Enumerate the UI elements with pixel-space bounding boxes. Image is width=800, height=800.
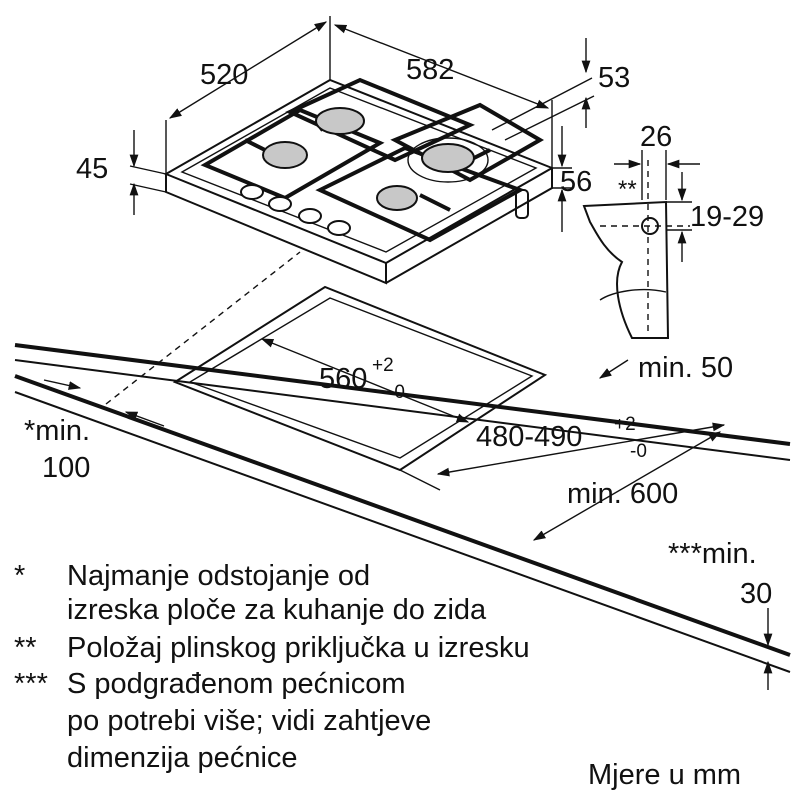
min-front-label-1: *min. — [24, 415, 90, 447]
worktop-thickness-label: 19-29 — [690, 201, 764, 233]
control-knobs — [240, 184, 351, 236]
svg-text:-0: -0 — [388, 382, 405, 403]
right-top-offset-label: 53 — [598, 62, 630, 94]
knob — [240, 184, 264, 200]
gas-connection-marker: ** — [618, 176, 637, 203]
footnotes: * Najmanje odstojanje od izreska ploče z… — [14, 560, 741, 791]
hob-width-label: 582 — [406, 54, 454, 86]
hob-illustration — [163, 77, 555, 285]
worktop-lower-edge — [14, 391, 791, 673]
min-front-label-2: 100 — [42, 452, 90, 484]
min-right-label: min. 50 — [638, 352, 733, 384]
hob-dimension-lines — [129, 16, 595, 232]
gas-connection-point — [641, 217, 659, 235]
svg-text:-0: -0 — [630, 441, 647, 462]
clamp-bracket-section — [582, 150, 700, 339]
dimension-labels: 520 582 45 53 56 26 ** 19-29 560 +2 -0 4… — [24, 54, 772, 610]
knob — [298, 208, 322, 224]
note-1-line-2: izreska ploče za kuhanje do zida — [67, 594, 487, 626]
note-2-line-1: Položaj plinskog priključka u izresku — [67, 632, 530, 664]
gas-connector — [515, 189, 529, 219]
svg-text:+2: +2 — [614, 414, 636, 435]
svg-text:+2: +2 — [372, 355, 394, 376]
burner-front-right — [376, 185, 418, 211]
worktop-front-edge — [14, 374, 791, 657]
units-note: Mjere u mm — [588, 759, 741, 791]
cutout-depth-label: 480-490 +2 -0 — [476, 414, 647, 462]
note-3-line-2: po potrebi više; vidi zahtjeve — [67, 705, 431, 737]
bracket-width-label: 26 — [640, 121, 672, 153]
cutout-width-label: 560 +2 -0 — [319, 355, 405, 403]
burner-front-left — [262, 141, 308, 169]
svg-text:480-490: 480-490 — [476, 421, 582, 453]
knob — [327, 220, 351, 236]
cutout-outline — [172, 285, 548, 472]
note-marker-1: * — [14, 560, 25, 592]
knob — [268, 196, 292, 212]
note-marker-2: ** — [14, 632, 37, 664]
min-bottom-label-2: 30 — [740, 578, 772, 610]
note-3-line-1: S podgrađenom pećnicom — [67, 668, 406, 700]
burners — [262, 107, 489, 211]
cutout-inner — [188, 297, 534, 459]
hob-front-face — [165, 174, 387, 285]
min-depth-label: min. 600 — [567, 478, 678, 510]
min-bottom-label-1: ***min. — [668, 538, 757, 570]
svg-text:560: 560 — [319, 363, 367, 395]
right-side-offset-label: 56 — [560, 166, 592, 198]
burner-rear-left — [315, 107, 365, 135]
note-3-line-3: dimenzija pećnice — [67, 742, 298, 774]
hob-depth-label: 520 — [200, 59, 248, 91]
note-marker-3: *** — [14, 668, 48, 700]
note-1-line-1: Najmanje odstojanje od — [67, 560, 370, 592]
hob-height-label: 45 — [76, 153, 108, 185]
hob-right-face — [385, 168, 553, 284]
worktop-dimension-lines — [43, 338, 773, 690]
burner-wok — [421, 143, 475, 173]
